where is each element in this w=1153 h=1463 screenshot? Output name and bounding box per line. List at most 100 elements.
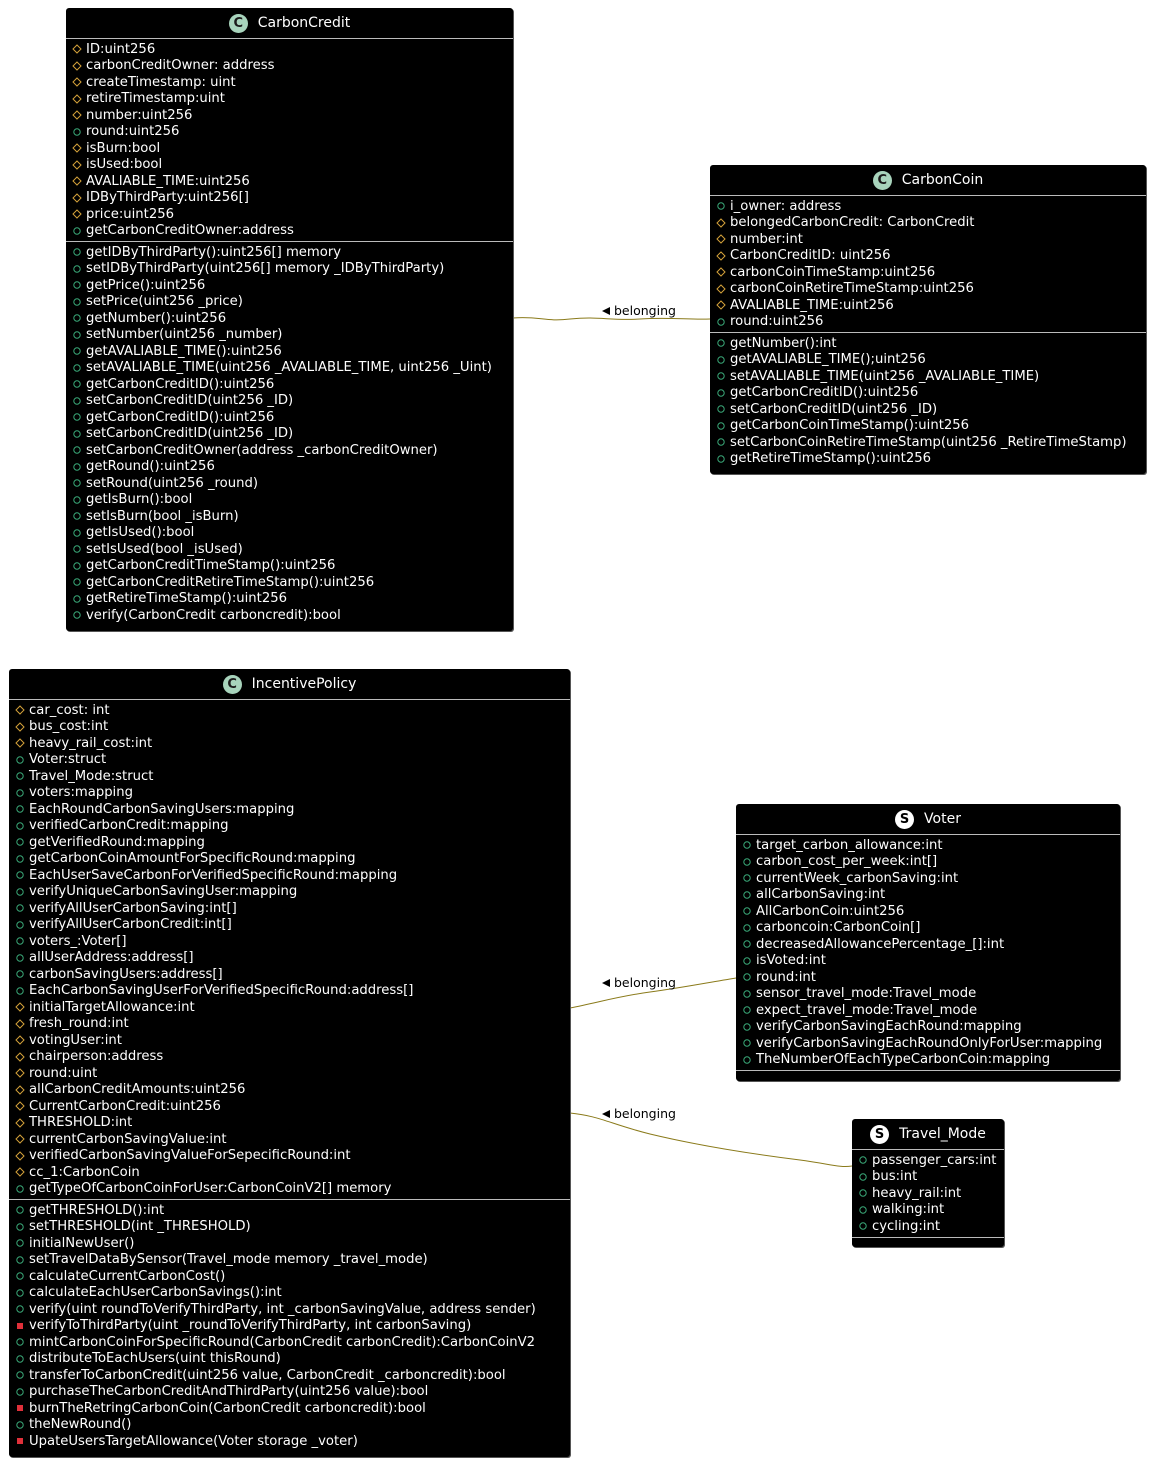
- method-row: getNumber():uint256: [66, 310, 513, 327]
- public-field-icon: [742, 1005, 752, 1015]
- field-text: allCarbonCreditAmounts:uint256: [29, 1082, 246, 1098]
- public-field-icon: [72, 226, 82, 236]
- method-text: getIDByThirdParty():uint256[] memory: [86, 244, 342, 260]
- public-method-icon: [72, 561, 82, 571]
- public-field-icon: [716, 201, 726, 211]
- arrow-head-3: [602, 1110, 610, 1118]
- method-text: getTHRESHOLD():int: [29, 1202, 165, 1218]
- field-text: currentCarbonSavingValue:int: [29, 1131, 227, 1147]
- method-text: setNumber(uint256 _number): [86, 327, 283, 343]
- field-text: carbonCoinTimeStamp:uint256: [730, 264, 936, 280]
- protected-field-icon: [716, 300, 726, 310]
- method-row: getAVALIABLE_TIME():uint256: [66, 343, 513, 360]
- struct-icon: S: [870, 1124, 890, 1144]
- field-text: verifyCarbonSavingEachRound:mapping: [756, 1019, 1022, 1035]
- public-field-icon: [742, 890, 752, 900]
- field-text: initialTargetAllowance:int: [29, 999, 195, 1015]
- public-method-icon: [72, 495, 82, 505]
- public-field-icon: [858, 1172, 868, 1182]
- public-field-icon: [15, 1184, 25, 1194]
- class-icon: C: [228, 13, 248, 33]
- method-row: getCarbonCreditID():uint256: [710, 385, 1146, 402]
- field-text: heavy_rail_cost:int: [29, 735, 153, 751]
- public-field-icon: [742, 857, 752, 867]
- field-text: car_cost: int: [29, 702, 110, 718]
- protected-field-icon: [72, 209, 82, 219]
- field-row: walking:int: [852, 1202, 1004, 1219]
- method-text: setCarbonCoinRetireTimeStamp(uint256 _Re…: [730, 434, 1127, 450]
- method-text: getRound():uint256: [86, 459, 215, 475]
- public-field-icon: [742, 906, 752, 916]
- protected-field-icon: [15, 722, 25, 732]
- public-method-icon: [716, 421, 726, 431]
- class-icon: C: [222, 674, 242, 694]
- method-text: getNumber():uint256: [86, 310, 227, 326]
- public-method-icon: [15, 1337, 25, 1347]
- field-row: IDByThirdParty:uint256[]: [66, 190, 513, 207]
- field-row: expect_travel_mode:Travel_mode: [736, 1002, 1120, 1019]
- method-text: transferToCarbonCredit(uint256 value, Ca…: [29, 1367, 506, 1383]
- public-method-icon: [15, 1370, 25, 1380]
- field-row: ID:uint256: [66, 41, 513, 58]
- method-row: getRound():uint256: [66, 459, 513, 476]
- field-text: number:uint256: [86, 107, 193, 123]
- field-text: verifiedCarbonCredit:mapping: [29, 818, 229, 834]
- field-row: getCarbonCoinAmountForSpecificRound:mapp…: [9, 851, 570, 868]
- field-row: price:uint256: [66, 206, 513, 223]
- method-text: theNewRound(): [29, 1417, 132, 1433]
- relation-label-1: belonging: [614, 303, 676, 318]
- protected-field-icon: [15, 1035, 25, 1045]
- method-text: UpateUsersTargetAllowance(Voter storage …: [29, 1433, 358, 1449]
- public-field-icon: [742, 989, 752, 999]
- method-row: setIsUsed(bool _isUsed): [66, 541, 513, 558]
- field-row: Travel_Mode:struct: [9, 768, 570, 785]
- public-field-icon: [15, 887, 25, 897]
- private-method-icon: [15, 1403, 25, 1413]
- protected-field-icon: [15, 1019, 25, 1029]
- public-method-icon: [72, 412, 82, 422]
- link-incentivepolicy-voter: [569, 977, 737, 1009]
- method-row: getIDByThirdParty():uint256[] memory: [66, 244, 513, 261]
- method-row: setCarbonCreditID(uint256 _ID): [66, 426, 513, 443]
- field-row: carbon_cost_per_week:int[]: [736, 854, 1120, 871]
- method-text: calculateEachUserCarbonSavings():int: [29, 1285, 282, 1301]
- protected-field-icon: [716, 251, 726, 261]
- method-row: setCarbonCreditID(uint256 _ID): [66, 393, 513, 410]
- field-text: AllCarbonCoin:uint256: [756, 903, 905, 919]
- field-row: carbonCoinRetireTimeStamp:uint256: [710, 281, 1146, 298]
- protected-field-icon: [716, 284, 726, 294]
- public-field-icon: [15, 804, 25, 814]
- field-text: votingUser:int: [29, 1032, 122, 1048]
- public-method-icon: [716, 371, 726, 381]
- field-row: car_cost: int: [9, 702, 570, 719]
- method-row: setCarbonCreditID(uint256 _ID): [710, 401, 1146, 418]
- method-text: getCarbonCreditID():uint256: [86, 376, 275, 392]
- public-field-icon: [858, 1221, 868, 1231]
- protected-field-icon: [15, 1167, 25, 1177]
- field-row: verifiedCarbonSavingValueForSepecificRou…: [9, 1148, 570, 1165]
- field-row: EachUserSaveCarbonForVerifiedSpecificRou…: [9, 867, 570, 884]
- field-row: createTimestamp: uint: [66, 74, 513, 91]
- public-method-icon: [15, 1304, 25, 1314]
- method-row: transferToCarbonCredit(uint256 value, Ca…: [9, 1367, 570, 1384]
- field-row: verifyAllUserCarbonSaving:int[]: [9, 900, 570, 917]
- field-row: carboncoin:CarbonCoin[]: [736, 920, 1120, 937]
- field-text: Voter:struct: [29, 752, 107, 768]
- public-field-icon: [15, 969, 25, 979]
- field-row: cc_1:CarbonCoin: [9, 1164, 570, 1181]
- method-text: verify(uint roundToVerifyThirdParty, int…: [29, 1301, 536, 1317]
- method-text: setRound(uint256 _round): [86, 475, 258, 491]
- field-text: AVALIABLE_TIME:uint256: [730, 297, 894, 313]
- method-row: initialNewUser(): [9, 1235, 570, 1252]
- field-text: CarbonCreditID: uint256: [730, 248, 891, 264]
- protected-field-icon: [15, 738, 25, 748]
- public-method-icon: [72, 330, 82, 340]
- method-row: getCarbonCreditRetireTimeStamp():uint256: [66, 574, 513, 591]
